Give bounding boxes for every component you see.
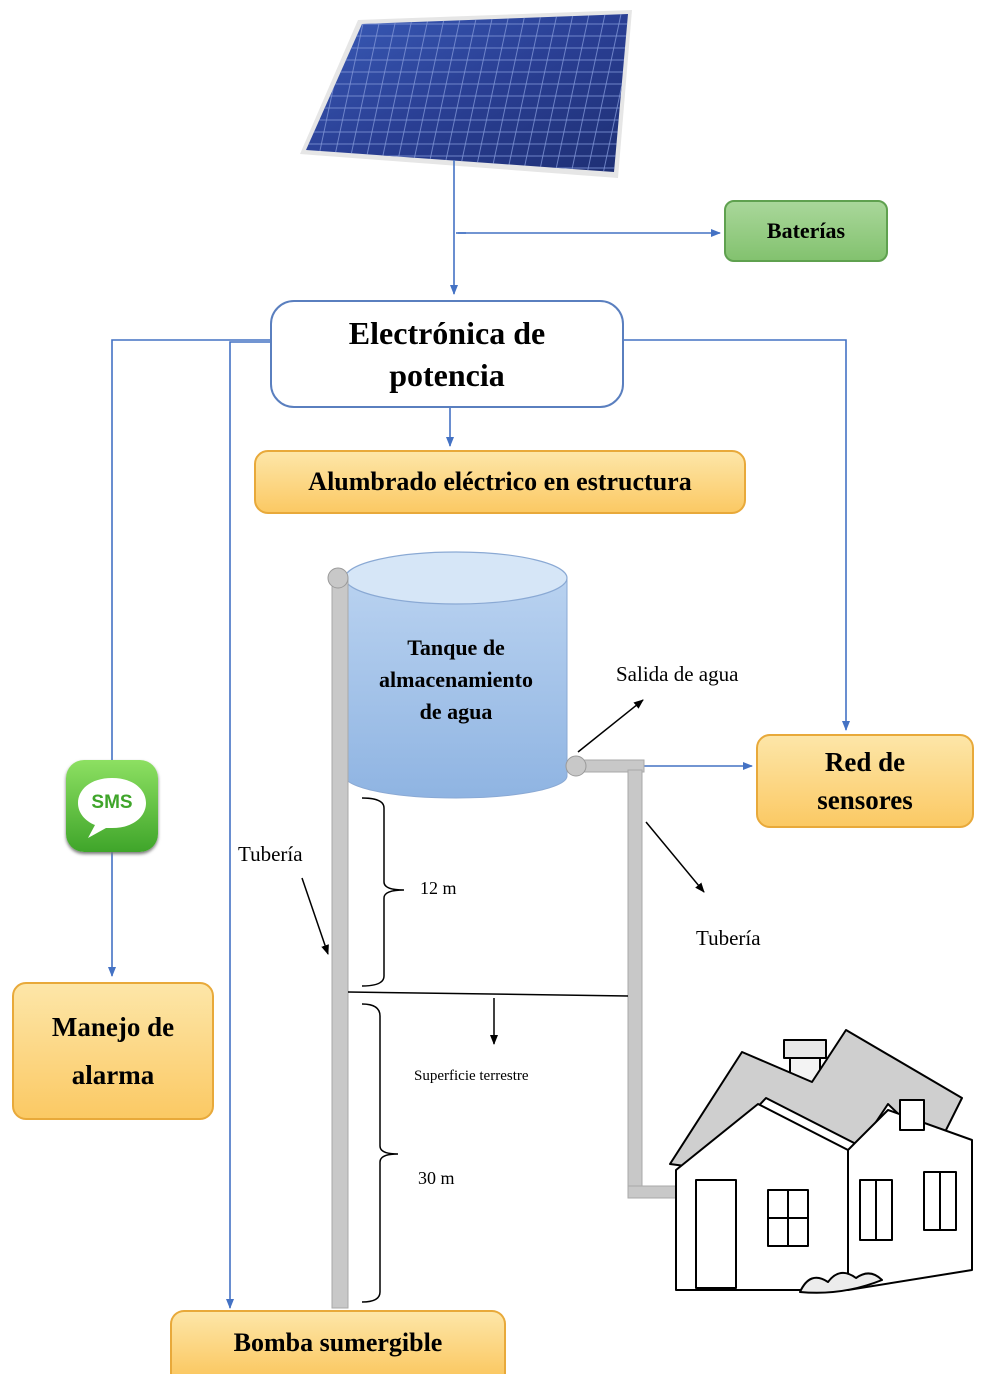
label-12m: 12 m xyxy=(420,878,457,898)
tank-line3: de agua xyxy=(419,699,493,724)
electronica-line2: potencia xyxy=(389,357,505,393)
node-baterias: Baterías xyxy=(724,200,888,262)
tank-line2: almacenamiento xyxy=(379,667,533,692)
sms-text: SMS xyxy=(91,792,133,813)
bomba-label: Bomba sumergible xyxy=(233,1328,443,1357)
tank-label: Tanque de almacenamiento de agua xyxy=(350,632,562,728)
tank-line1: Tanque de xyxy=(407,635,505,660)
manejo-line2: alarma xyxy=(71,1060,155,1090)
node-manejo-alarma: Manejo de alarma xyxy=(12,982,214,1120)
electronica-line1: Electrónica de xyxy=(348,315,546,351)
red-line2: sensores xyxy=(817,785,913,815)
node-bomba-sumergible: Bomba sumergible xyxy=(170,1310,506,1374)
node-alumbrado: Alumbrado eléctrico en estructura xyxy=(254,450,746,514)
node-electronica-potencia: Electrónica de potencia xyxy=(270,300,624,408)
sms-bubble-icon xyxy=(78,778,146,838)
house-icon xyxy=(669,1029,973,1294)
node-red-sensores: Red de sensores xyxy=(756,734,974,828)
sms-icon: SMS xyxy=(66,760,158,852)
manejo-line1: Manejo de xyxy=(51,1012,175,1042)
red-line1: Red de xyxy=(824,747,906,777)
alumbrado-label: Alumbrado eléctrico en estructura xyxy=(308,467,692,496)
baterias-label: Baterías xyxy=(766,218,846,243)
label-salida-agua: Salida de agua xyxy=(616,662,739,686)
label-tuberia-right: Tubería xyxy=(696,926,761,950)
solar-panel-icon xyxy=(300,10,632,178)
label-30m: 30 m xyxy=(418,1168,455,1188)
label-tuberia-left: Tubería xyxy=(238,842,303,866)
annotation-lines xyxy=(301,699,705,1303)
pipes xyxy=(327,567,681,1309)
label-superficie: Superficie terrestre xyxy=(414,1068,529,1084)
